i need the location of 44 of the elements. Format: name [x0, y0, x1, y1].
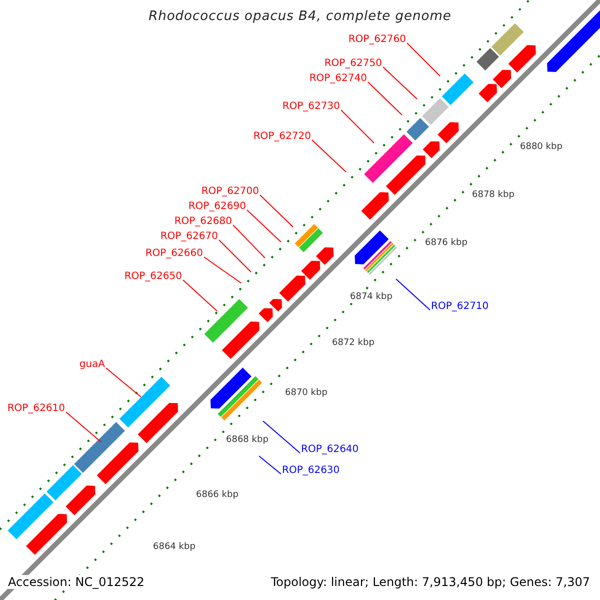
scale-label: 6866 kbp	[196, 489, 238, 501]
leader-line	[232, 224, 266, 258]
gene-label: ROP_62610	[7, 403, 65, 415]
scale-label: 6878 kbp	[472, 189, 514, 201]
scale-label: 6880 kbp	[520, 141, 562, 153]
leader-line	[182, 280, 218, 312]
leader-line	[106, 368, 142, 398]
leader-line	[204, 256, 242, 284]
gene-label: ROP_62700	[201, 186, 259, 198]
gene-label: ROP_62690	[188, 201, 246, 213]
gene-label: ROP_62640	[301, 444, 359, 456]
leader-line	[340, 110, 374, 144]
leader-line	[406, 42, 440, 76]
gene-label: guaA	[79, 359, 105, 371]
gene-label: ROP_62630	[282, 465, 340, 477]
genome-info-text: Topology: linear; Length: 7,913,450 bp; Genes: 7,307	[270, 575, 590, 589]
gene-label: ROP_62710	[431, 301, 489, 313]
gene-label: ROP_62740	[309, 73, 367, 85]
leader-line	[396, 278, 430, 310]
gene-label: ROP_62660	[145, 248, 203, 260]
leader-line	[262, 420, 300, 454]
scale-label: 6868 kbp	[226, 434, 268, 446]
title: Rhodococcus opacus B4, complete genome	[148, 11, 452, 23]
scale-label: 6872 kbp	[332, 337, 374, 349]
scale-label: 6874 kbp	[350, 291, 392, 303]
accession-text: Accession: NC_012522	[8, 575, 144, 589]
gene-label: ROP_62650	[124, 271, 182, 283]
scale-label: 6876 kbp	[425, 237, 468, 249]
gene-label: ROP_62730	[282, 101, 340, 113]
gene-label: ROP_62680	[174, 216, 232, 228]
scale-label: 6870 kbp	[285, 387, 328, 399]
leader-line	[246, 210, 282, 242]
gene-label: ROP_62720	[253, 131, 311, 143]
gene-label: ROP_62670	[160, 231, 218, 243]
gene-label: ROP_62760	[348, 34, 406, 46]
leader-line	[382, 66, 418, 100]
leader-line	[312, 140, 346, 172]
leader-line	[260, 194, 294, 228]
leader-line	[258, 456, 282, 474]
leader-line	[218, 240, 252, 272]
leader-line	[368, 82, 402, 116]
gene-label: ROP_62750	[324, 58, 382, 70]
scale-label: 6864 kbp	[153, 541, 196, 553]
leader-line	[66, 412, 102, 442]
